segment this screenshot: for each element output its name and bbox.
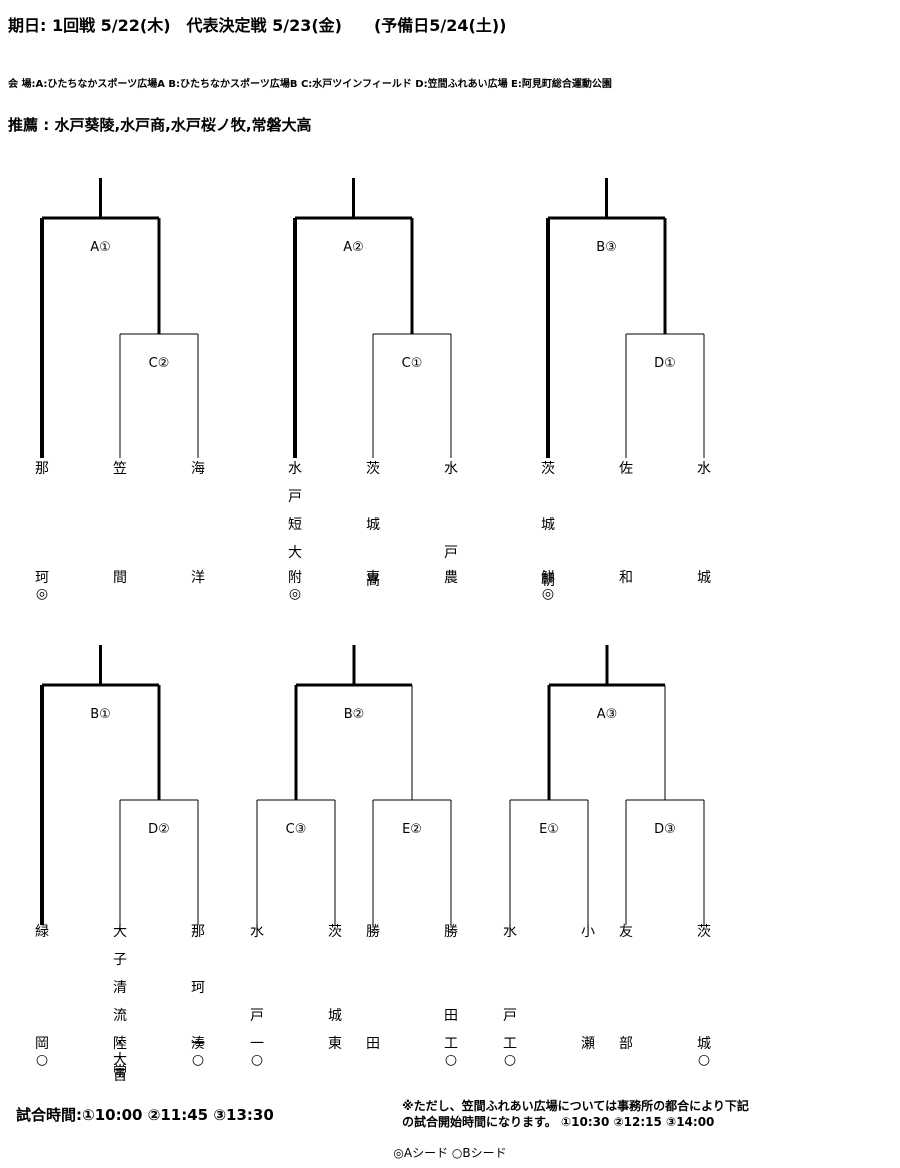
venue-note-line2: の試合開始時間になります。 ①10:30 ②12:15 ③14:00 [402,1115,715,1129]
seed-mark: ◎ [288,586,302,602]
seed-mark: ◎ [541,586,555,602]
team-name-char: 和 [619,570,633,586]
team-name-char: 城 [697,570,711,586]
team-name-char: 城 [541,517,555,533]
team-name-char: 部 [619,1036,633,1052]
venue-line: 会 場:A:ひたちなかスポーツ広場A B:ひたちなかスポーツ広場B C:水戸ツイ… [8,79,612,90]
team-name-char: 城 [328,1008,342,1024]
team-name-char: 那 [191,924,205,940]
team-name-char: 陸 [113,1036,127,1052]
team-name-char: 朝 [541,573,555,589]
bracket-final-label: A③ [596,707,618,722]
bracket-final-label: B② [343,707,365,722]
bracket-semi-label: C③ [285,822,307,837]
team-name-char: 一 [191,1036,205,1052]
team-name-char: 水 [444,461,458,477]
match-times: 試合時間:①10:00 ②11:45 ③13:30 [16,1106,274,1124]
team-name-char: 海 [191,461,205,477]
bracket-semi-label: D① [654,356,676,371]
seed-mark: ○ [35,1052,49,1068]
bracket-semi-label: C② [148,356,170,371]
team-name-char: 大 [288,545,302,561]
venue-note-line1: ※ただし、笠間ふれあい広場については事務所の都合により下記 [402,1099,749,1113]
team-name-char: 珂 [35,570,49,586]
bracket-final-label: B① [90,707,111,722]
team-name-char: 常 [113,1064,127,1080]
seed-mark: ○ [191,1052,205,1068]
team-name-char: 水 [503,924,517,940]
team-name-char: 勝 [366,924,380,940]
team-name-char: 緑 [35,924,49,940]
bracket-final-label: A① [90,240,111,255]
bracket-semi-label: D③ [654,822,676,837]
team-name-char: 水 [697,461,711,477]
team-name-char: 水 [288,461,302,477]
team-name-char: 専 [366,570,380,586]
team-name-char: 一 [250,1036,264,1052]
team-name-char: 茨 [328,924,342,940]
seed-mark: ○ [444,1052,458,1068]
team-name-char: 佐 [619,461,633,477]
team-name-char: 田 [444,1008,458,1024]
team-name-char: 田 [366,1036,380,1052]
team-name-char: 岡 [35,1036,49,1052]
team-name-char: 小 [581,924,595,940]
team-name-char: 短 [288,517,302,533]
team-name-char: 附 [288,570,302,586]
bracket-semi-label: C① [401,356,423,371]
venue-note: ※ただし、笠間ふれあい広場については事務所の都合により下記 の試合開始時間になり… [402,1098,749,1130]
team-name-char: 農 [444,570,458,586]
team-name-char: 東 [328,1036,342,1052]
seed-mark: ○ [697,1052,711,1068]
team-name-char: 子 [113,952,127,968]
team-name-char: 茨 [366,461,380,477]
team-name-char: 宮 [113,1068,127,1084]
team-name-char: 清 [113,980,127,996]
schedule-line: 期日: 1回戦 5/22(木) 代表決定戦 5/23(金) (予備日5/24(土… [8,16,507,35]
bracket-semi-label: E② [402,822,422,837]
team-name-char: 鮮 [541,570,555,586]
team-name-char: 瀬 [581,1036,595,1052]
team-name-char: 茨 [541,461,555,477]
team-name-char: 友 [619,924,633,940]
bracket-final-label: A② [343,240,364,255]
team-name-char: 流 [113,1008,127,1024]
team-name-char: 茨 [697,924,711,940]
team-name-char: 笠 [113,461,127,477]
team-name-char: 大 [113,1052,127,1068]
team-name-char: 間 [113,570,127,586]
seed-mark: ○ [503,1052,517,1068]
bracket-final-label: B③ [596,240,617,255]
team-name-char: 洋 [191,570,205,586]
seed-mark: ◎ [35,586,49,602]
team-name-char: 工 [444,1036,458,1052]
team-name-char: 高 [366,573,380,589]
team-name-char: 水 [250,924,264,940]
seed-legend: ◎Aシード ○Bシード [393,1146,507,1160]
team-name-char: 城 [697,1036,711,1052]
team-name-char: 戸 [503,1008,517,1024]
team-name-char: ・ [113,1036,127,1052]
team-name-char: 勝 [444,924,458,940]
team-name-char: 那 [35,461,49,477]
bracket-semi-label: E① [539,822,559,837]
team-name-char: 珂 [191,980,205,996]
team-name-char: 大 [113,924,127,940]
bracket-semi-label: D② [148,822,170,837]
seed-mark: ○ [250,1052,264,1068]
recommended-line: 推薦 : 水戸葵陵,水戸商,水戸桜ノ牧,常磐大高 [8,116,312,134]
team-name-char: 工 [503,1036,517,1052]
team-name-char: 城 [366,517,380,533]
team-name-char: 戸 [288,489,302,505]
team-name-char: 戸 [444,545,458,561]
team-name-char: 湊 [191,1036,205,1052]
team-name-char: 戸 [250,1008,264,1024]
